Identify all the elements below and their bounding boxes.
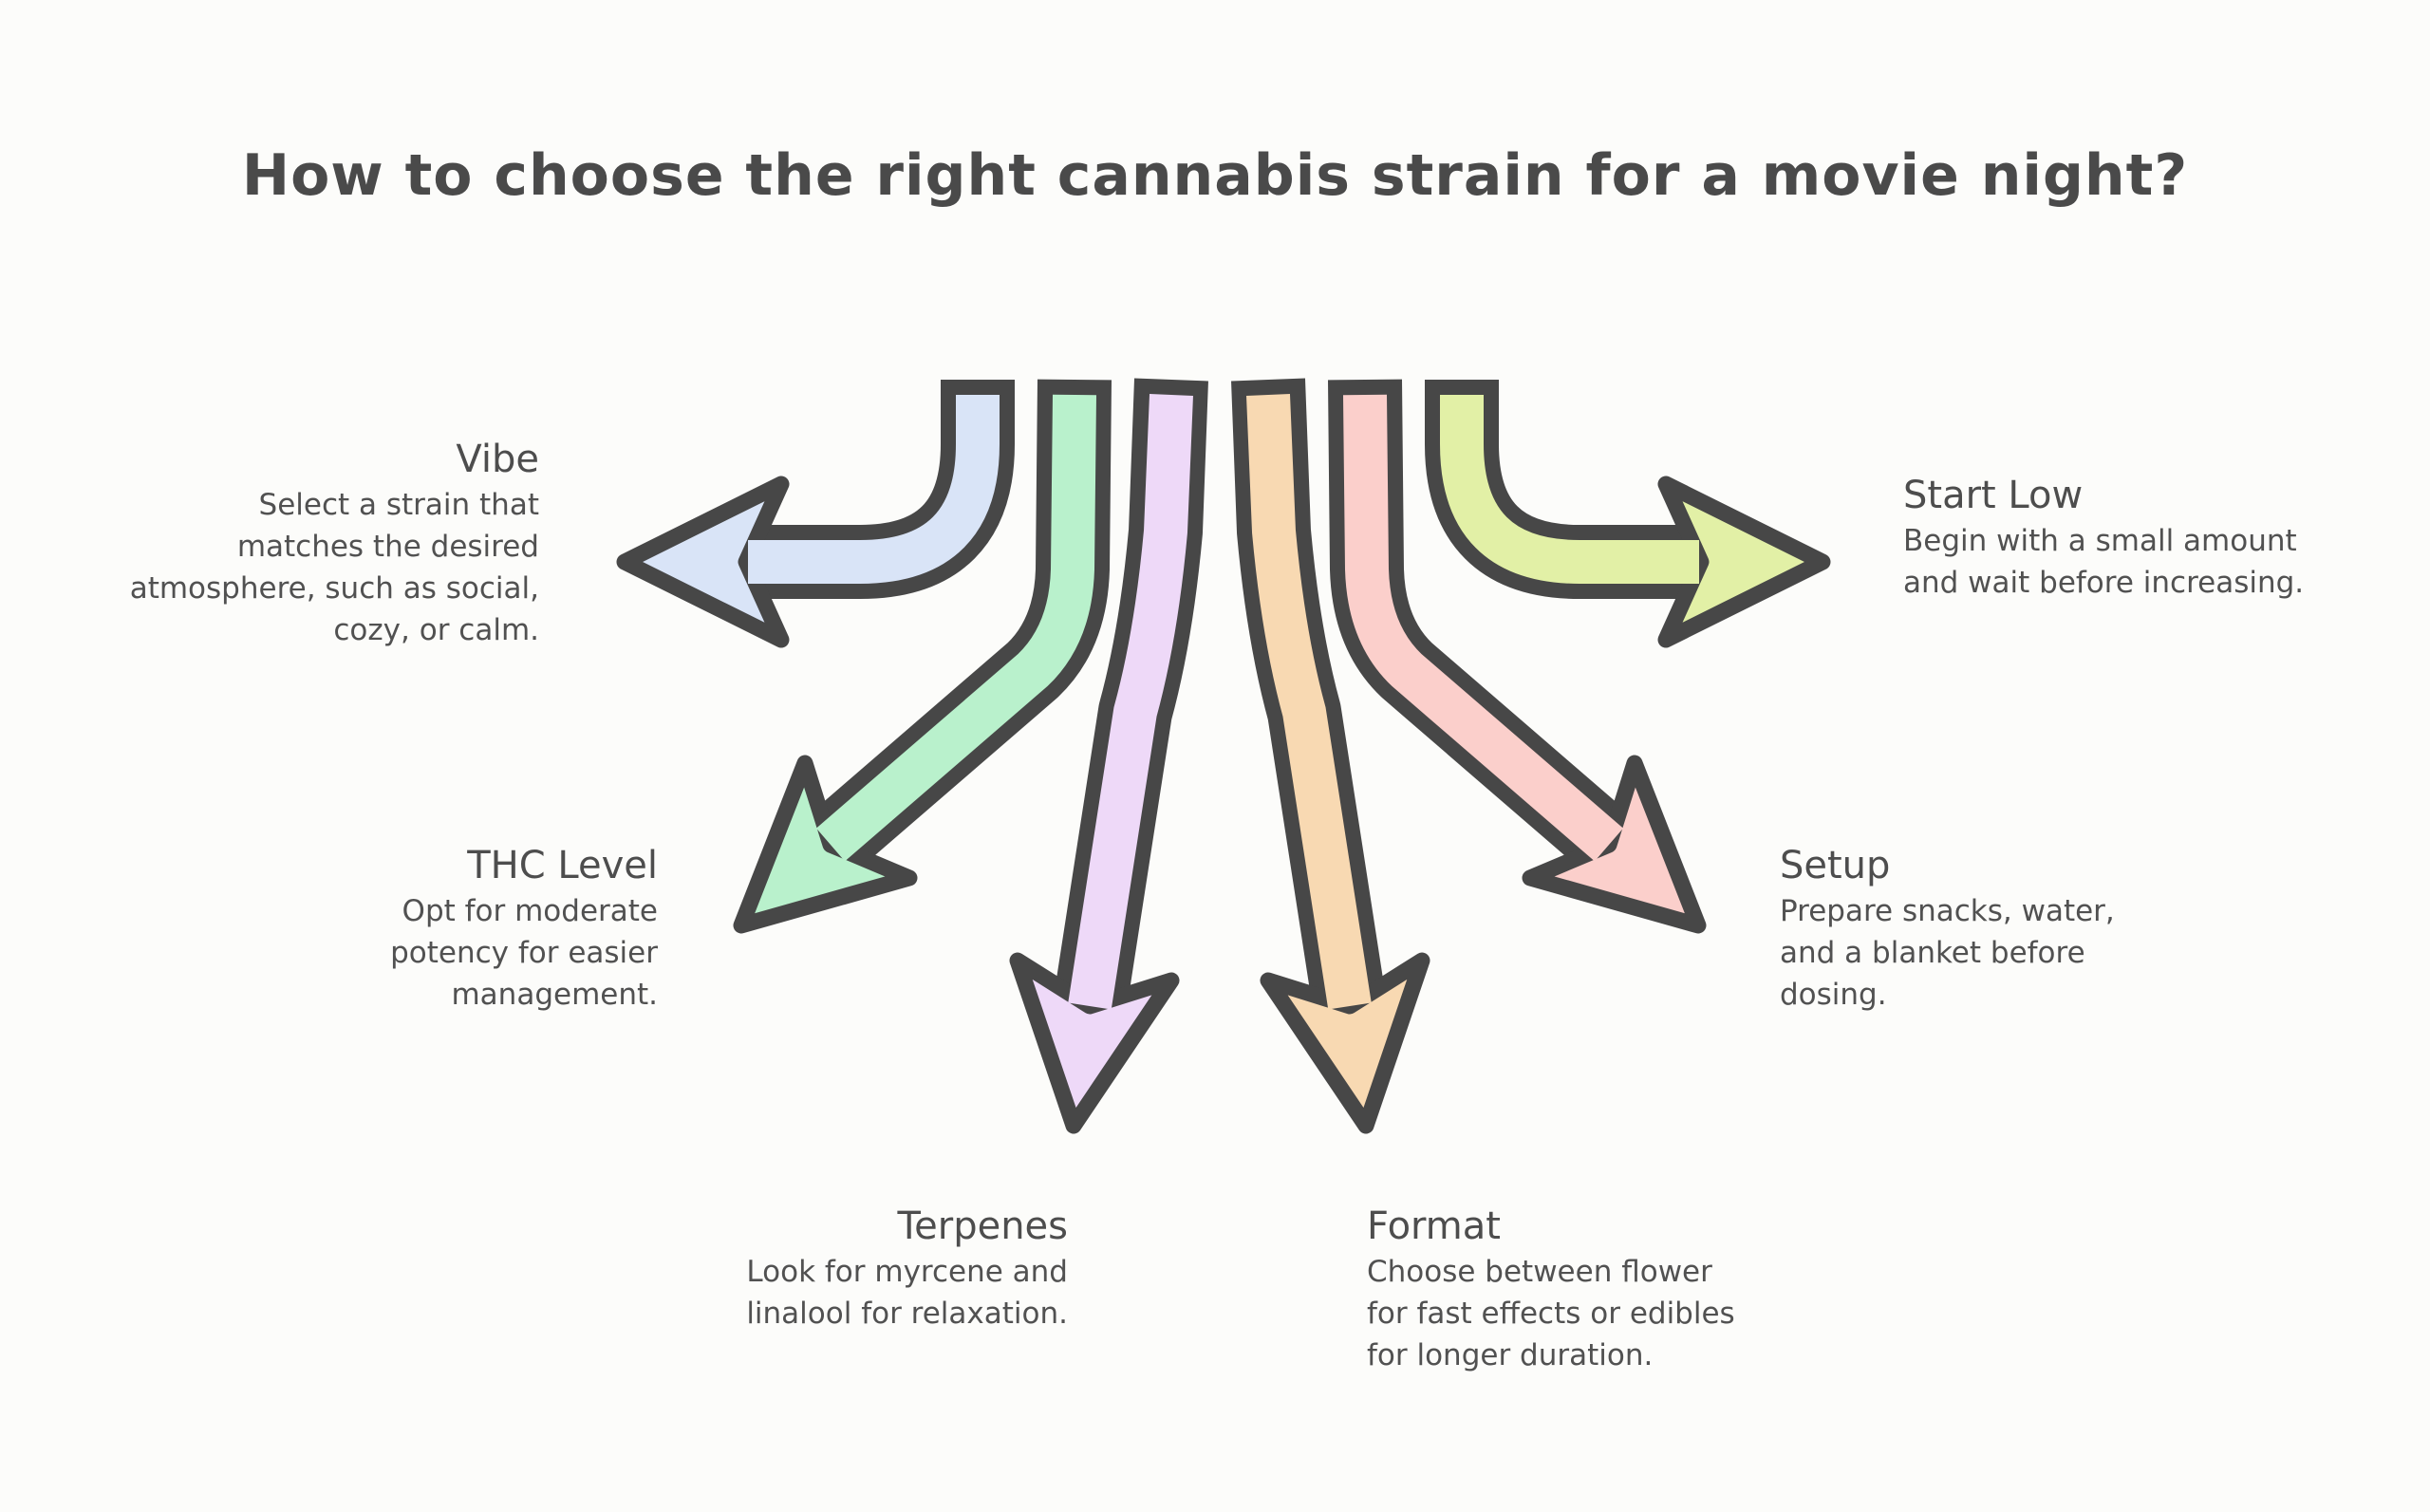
terpenes-arrow-down-icon xyxy=(1009,378,1208,1134)
thc-level-line: Opt for moderate xyxy=(402,894,658,928)
start-low-note: Start Low Begin with a small amount and … xyxy=(1903,471,2304,604)
setup-line: and a blanket before xyxy=(1780,936,2085,970)
start-low-arrow-right-icon xyxy=(1425,380,1831,648)
setup-note: Setup Prepare snacks, water, and a blank… xyxy=(1780,841,2115,1016)
terpenes-label: Terpenes xyxy=(897,1204,1069,1248)
terpenes-line: Look for myrcene and xyxy=(746,1255,1068,1289)
thc-level-line: potency for easier xyxy=(390,936,658,970)
terpenes-note: Terpenes Look for myrcene and linalool f… xyxy=(746,1202,1068,1335)
setup-label: Setup xyxy=(1780,844,1891,887)
vibe-note: Vibe Select a strain that matches the de… xyxy=(130,435,539,651)
setup-line: dosing. xyxy=(1780,978,1887,1012)
thc-arrow-down-left-icon xyxy=(733,379,1112,934)
format-line: for fast effects or edibles xyxy=(1367,1297,1735,1331)
format-arrow-down-icon xyxy=(1231,378,1430,1134)
vibe-line: atmosphere, such as social, xyxy=(129,571,539,606)
terpenes-line: linalool for relaxation. xyxy=(746,1297,1068,1331)
thc-level-line: management. xyxy=(451,978,658,1012)
setup-arrow-down-right-icon xyxy=(1328,379,1707,934)
thc-level-note: THC Level Opt for moderate potency for e… xyxy=(390,841,658,1016)
format-line: for longer duration. xyxy=(1367,1338,1654,1372)
vibe-line: cozy, or calm. xyxy=(333,613,539,647)
start-low-label: Start Low xyxy=(1903,474,2084,517)
vibe-line: Select a strain that xyxy=(258,488,539,522)
start-low-line: and wait before increasing. xyxy=(1903,566,2305,600)
vibe-label: Vibe xyxy=(456,438,539,481)
page-title: How to choose the right cannabis strain … xyxy=(241,142,2189,209)
vibe-arrow-left-icon xyxy=(616,380,1015,648)
format-label: Format xyxy=(1367,1204,1501,1248)
start-low-line: Begin with a small amount xyxy=(1903,524,2297,558)
vibe-line: matches the desired xyxy=(236,530,539,564)
format-line: Choose between flower xyxy=(1367,1255,1712,1289)
setup-line: Prepare snacks, water, xyxy=(1780,894,2115,928)
thc-level-label: THC Level xyxy=(467,844,658,887)
format-note: Format Choose between flower for fast ef… xyxy=(1367,1202,1735,1376)
